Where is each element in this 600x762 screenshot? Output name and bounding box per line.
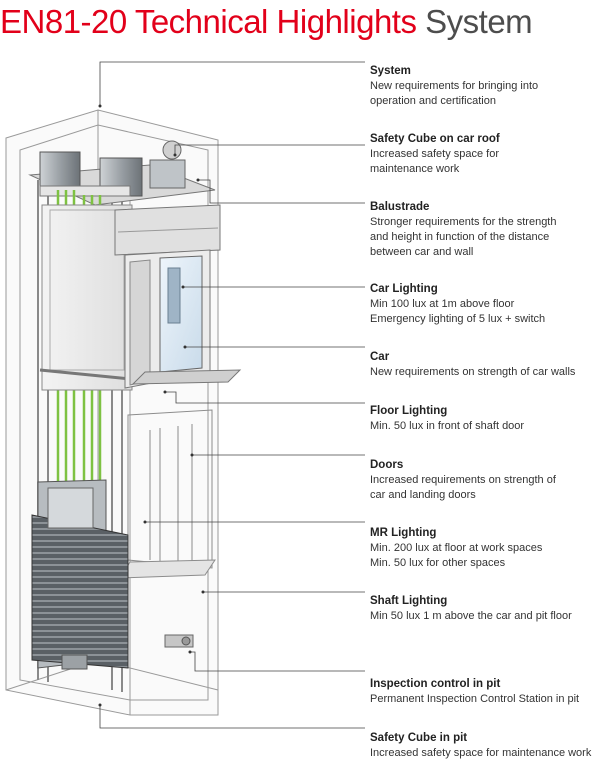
annotation-text: New requirements on strength of car wall…	[370, 366, 576, 378]
annotation-text: Increased safety space for maintenance w…	[370, 148, 500, 175]
annotation-shaft-lighting: Shaft Lighting Min 50 lux 1 m above the …	[370, 594, 598, 624]
annotation-text: Increased requirements on strength of ca…	[370, 474, 556, 501]
landing-doors	[119, 409, 216, 579]
title-sub: System	[425, 3, 533, 40]
annotation-heading: MR Lighting	[370, 527, 437, 539]
annotation-doors: Doors Increased requirements on strength…	[370, 458, 598, 503]
balustrade	[114, 204, 221, 256]
annotation-heading: Car	[370, 351, 390, 363]
annotation-car: Car New requirements on strength of car …	[370, 350, 598, 380]
car-front	[124, 249, 242, 389]
annotation-heading: Floor Lighting	[370, 405, 448, 417]
leader-lines	[99, 61, 365, 729]
annotation-heading: Doors	[370, 459, 404, 471]
counterweight	[31, 479, 129, 669]
pit-equipment	[61, 634, 194, 670]
diagram-title: EN81-20 Technical Highlights System	[0, 2, 533, 42]
annotation-balustrade: Balustrade Stronger requirements for the…	[370, 200, 598, 260]
annotation-heading: Balustrade	[370, 201, 430, 213]
annotation-safety-cube-roof: Safety Cube on car roof Increased safety…	[370, 132, 598, 177]
annotation-safety-cube-pit: Safety Cube in pit Increased safety spac…	[370, 731, 598, 761]
annotation-inspection-control: Inspection control in pit Permanent Insp…	[370, 677, 598, 707]
annotation-text: Stronger requirements for the strength a…	[370, 216, 557, 258]
title-main: EN81-20 Technical Highlights	[0, 3, 417, 40]
annotation-text: Permanent Inspection Control Station in …	[370, 693, 580, 705]
annotation-text: New requirements for bringing into opera…	[370, 80, 539, 107]
annotation-text: Min. 200 lux at floor at work spaces Min…	[370, 542, 543, 569]
annotation-heading: System	[370, 65, 411, 77]
annotation-heading: Safety Cube on car roof	[370, 133, 500, 145]
annotation-car-lighting: Car Lighting Min 100 lux at 1m above flo…	[370, 282, 598, 327]
annotation-floor-lighting: Floor Lighting Min. 50 lux in front of s…	[370, 404, 598, 434]
annotation-system: System New requirements for bringing int…	[370, 64, 598, 109]
leader-dots	[98, 104, 205, 707]
annotation-text: Increased safety space for maintenance w…	[370, 747, 592, 759]
annotation-text: Min 50 lux 1 m above the car and pit flo…	[370, 610, 572, 622]
annotation-mr-lighting: MR Lighting Min. 200 lux at floor at wor…	[370, 526, 598, 571]
annotation-text: Min 100 lux at 1m above floor Emergency …	[370, 298, 546, 325]
annotation-heading: Car Lighting	[370, 283, 438, 295]
annotation-heading: Safety Cube in pit	[370, 732, 468, 744]
annotation-text: Min. 50 lux in front of shaft door	[370, 420, 525, 432]
annotation-heading: Shaft Lighting	[370, 595, 448, 607]
annotation-heading: Inspection control in pit	[370, 678, 501, 690]
